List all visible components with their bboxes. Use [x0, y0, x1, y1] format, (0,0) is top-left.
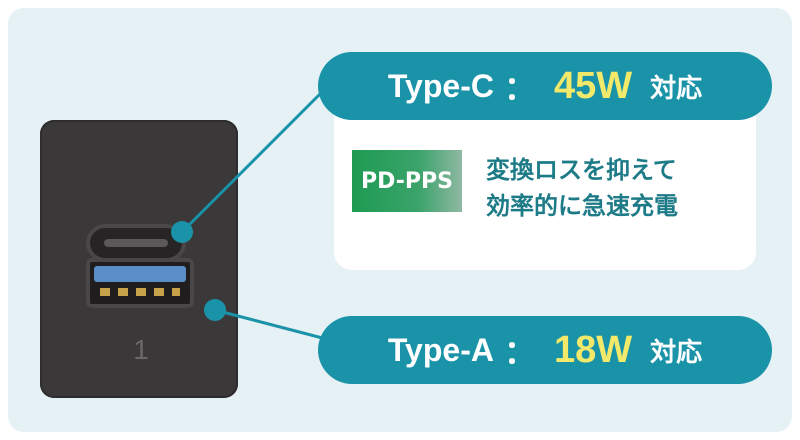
pd-pps-badge: PD-PPS: [352, 150, 462, 212]
usb-a-pins: [100, 288, 180, 296]
type-c-name: Type-C: [387, 67, 494, 104]
type-a-support: 対応: [650, 337, 703, 368]
description-line-1: 変換ロスを抑えて: [486, 156, 677, 184]
type-c-label: Type-C ： 45W 対応: [318, 52, 772, 120]
type-c-wattage: 45W: [553, 64, 633, 107]
usb-port-panel: 1: [40, 120, 238, 398]
type-c-separator: ：: [503, 69, 536, 107]
type-c-support: 対応: [650, 73, 703, 104]
type-c-pointer-dot: [171, 221, 193, 243]
type-a-label: Type-A ： 18W 対応: [318, 316, 772, 384]
type-a-pointer-dot: [204, 299, 226, 321]
port-number: 1: [133, 334, 149, 365]
type-c-connector-line: [180, 82, 332, 234]
usb-c-connector: [104, 239, 168, 247]
type-a-separator: ：: [503, 333, 536, 371]
description-line-2: 効率的に急速充電: [486, 192, 678, 220]
type-a-name: Type-A: [387, 331, 494, 368]
pd-pps-description: 変換ロスを抑えて 効率的に急速充電: [486, 152, 746, 224]
type-a-connector-line: [214, 308, 331, 342]
usb-c-port: [86, 224, 186, 262]
type-a-wattage: 18W: [553, 328, 633, 371]
usb-a-tongue: [94, 266, 186, 282]
usb-a-port: [86, 258, 194, 308]
pd-pps-info-box: PD-PPS 変換ロスを抑えて 効率的に急速充電: [334, 112, 756, 270]
